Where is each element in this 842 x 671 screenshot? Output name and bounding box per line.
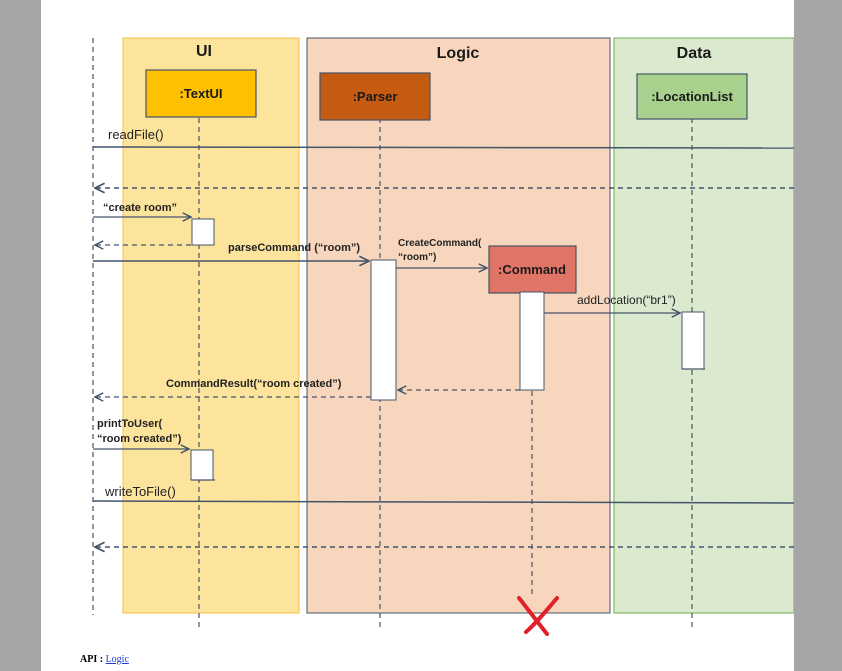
activation-command [519,291,545,391]
api-footer-label: API : [80,654,106,665]
msg-print-to-user-label-2: “room created”) [97,433,182,445]
msg-readfile-arrow [92,146,794,149]
object-parser [319,72,431,121]
msg-readfile-label: readFile() [108,127,164,142]
msg-create-command-label-1: CreateCommand( [398,238,482,249]
msg-command-result-label: CommandResult(“room created”) [166,378,342,390]
object-parser-label: :Parser [353,89,398,104]
msg-parse-command-label: parseCommand (“room”) [228,242,360,254]
msg-writetofile-arrow [92,500,794,504]
lane-title-ui: UI [196,43,212,60]
sequence-diagram: UI Logic Data :TextUI :Parser :Command :… [92,37,794,636]
object-command-label: :Command [498,262,566,277]
activation-locationlist [681,311,705,370]
object-locationlist [636,73,748,120]
api-logic-link[interactable]: Logic [105,654,129,665]
msg-writetofile-label: writeToFile() [104,484,176,499]
activation-textui-1 [191,218,215,246]
document-page: UI Logic Data :TextUI :Parser :Command :… [41,0,794,671]
lane-logic [306,37,611,614]
activation-parser [370,259,397,401]
object-textui [145,69,257,118]
object-textui-label: :TextUI [179,86,222,101]
lane-title-logic: Logic [437,45,480,62]
msg-print-to-user-label-1: printToUser( [97,418,163,430]
msg-create-command-label-2: “room”) [398,252,436,263]
activation-textui-2 [190,449,214,481]
msg-create-room-label: “create room” [103,202,177,214]
api-footer: API : Logic [80,654,129,665]
destroy-mark-icon [517,596,559,636]
msg-add-location-label: addLocation(“br1”) [577,293,676,307]
object-locationlist-label: :LocationList [651,89,733,104]
object-command [488,245,577,294]
lane-ui [122,37,300,614]
lane-title-data: Data [677,45,712,62]
